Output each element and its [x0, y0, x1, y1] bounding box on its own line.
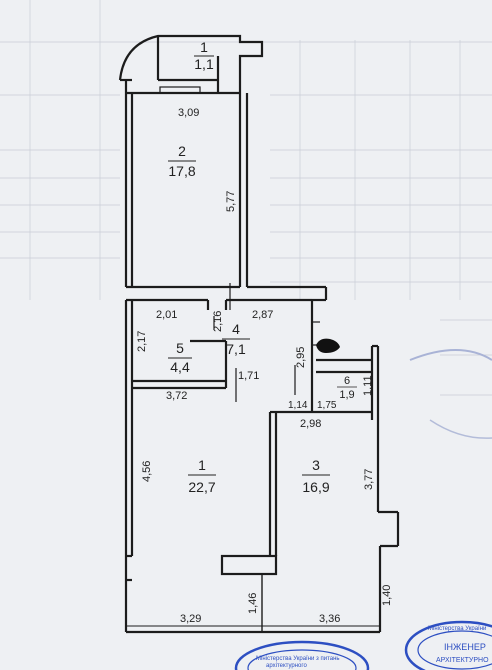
room-5-area: 4,4 — [170, 359, 190, 375]
dim-5-77: 5,77 — [225, 191, 237, 212]
dim-2-17: 2,17 — [136, 331, 148, 352]
dim-2-87: 2,87 — [252, 309, 273, 321]
stamp-right-line-3: АРХІТЕКТУРНО — [436, 657, 489, 664]
dim-4-56: 4,56 — [141, 461, 153, 482]
dim-2-98: 2,98 — [300, 418, 321, 430]
room-5-number: 5 — [176, 340, 184, 356]
room-2-number: 2 — [178, 143, 186, 159]
dim-1-11: 1,11 — [362, 375, 374, 396]
room-6-area: 1,9 — [339, 389, 354, 401]
dim-1-71: 1,71 — [238, 370, 259, 382]
stamp-right-line-1: Міністерства України — [428, 626, 486, 632]
stamp-right: Міністерства України ІНЖЕНЕР АРХІТЕКТУРН… — [404, 620, 492, 670]
dimension-labels: 3,09 5,77 2,01 2,16 2,87 2,17 2,95 3,72 … — [136, 107, 393, 625]
room-1-area: 22,7 — [188, 479, 215, 495]
room-2-area: 17,8 — [168, 163, 195, 179]
walls — [118, 34, 400, 634]
dim-1-75: 1,75 — [317, 400, 337, 411]
room-4-number: 4 — [232, 321, 240, 337]
dim-3-09: 3,09 — [178, 107, 199, 119]
room-labels: 1 1,1 2 17,8 4 7,1 5 4,4 6 1,9 1 22,7 3 … — [168, 39, 357, 495]
dim-2-95: 2,95 — [295, 347, 307, 368]
room-3-number: 3 — [312, 457, 320, 473]
dim-2-16: 2,16 — [212, 311, 224, 332]
room-6-number: 6 — [344, 375, 350, 387]
faint-stamp-arc — [409, 349, 492, 361]
dim-1-14: 1,14 — [288, 400, 308, 411]
room-1-number: 1 — [198, 457, 206, 473]
stamp-right-line-2: ІНЖЕНЕР — [444, 642, 486, 652]
dim-1-40: 1,40 — [381, 585, 393, 606]
dim-3-77: 3,77 — [363, 469, 375, 490]
dim-3-29: 3,29 — [180, 613, 201, 625]
room-3-area: 16,9 — [302, 479, 329, 495]
room-4-area: 7,1 — [226, 341, 246, 357]
room-balcony-area: 1,1 — [194, 56, 214, 72]
dim-1-46: 1,46 — [247, 593, 259, 614]
ventilation-shaft-mark — [316, 338, 340, 353]
room-balcony-number: 1 — [200, 39, 208, 55]
stamp-left: Міністерства України з питань архітектур… — [234, 640, 370, 670]
dim-2-01: 2,01 — [156, 309, 177, 321]
dim-3-36: 3,36 — [319, 613, 340, 625]
dim-3-72: 3,72 — [166, 390, 187, 402]
background-form-grid — [0, 0, 492, 396]
stamp-left-line-2: архітектурного — [266, 663, 307, 669]
stamp-left-line-1: Міністерства України з питань — [256, 656, 340, 662]
openings — [213, 283, 320, 402]
